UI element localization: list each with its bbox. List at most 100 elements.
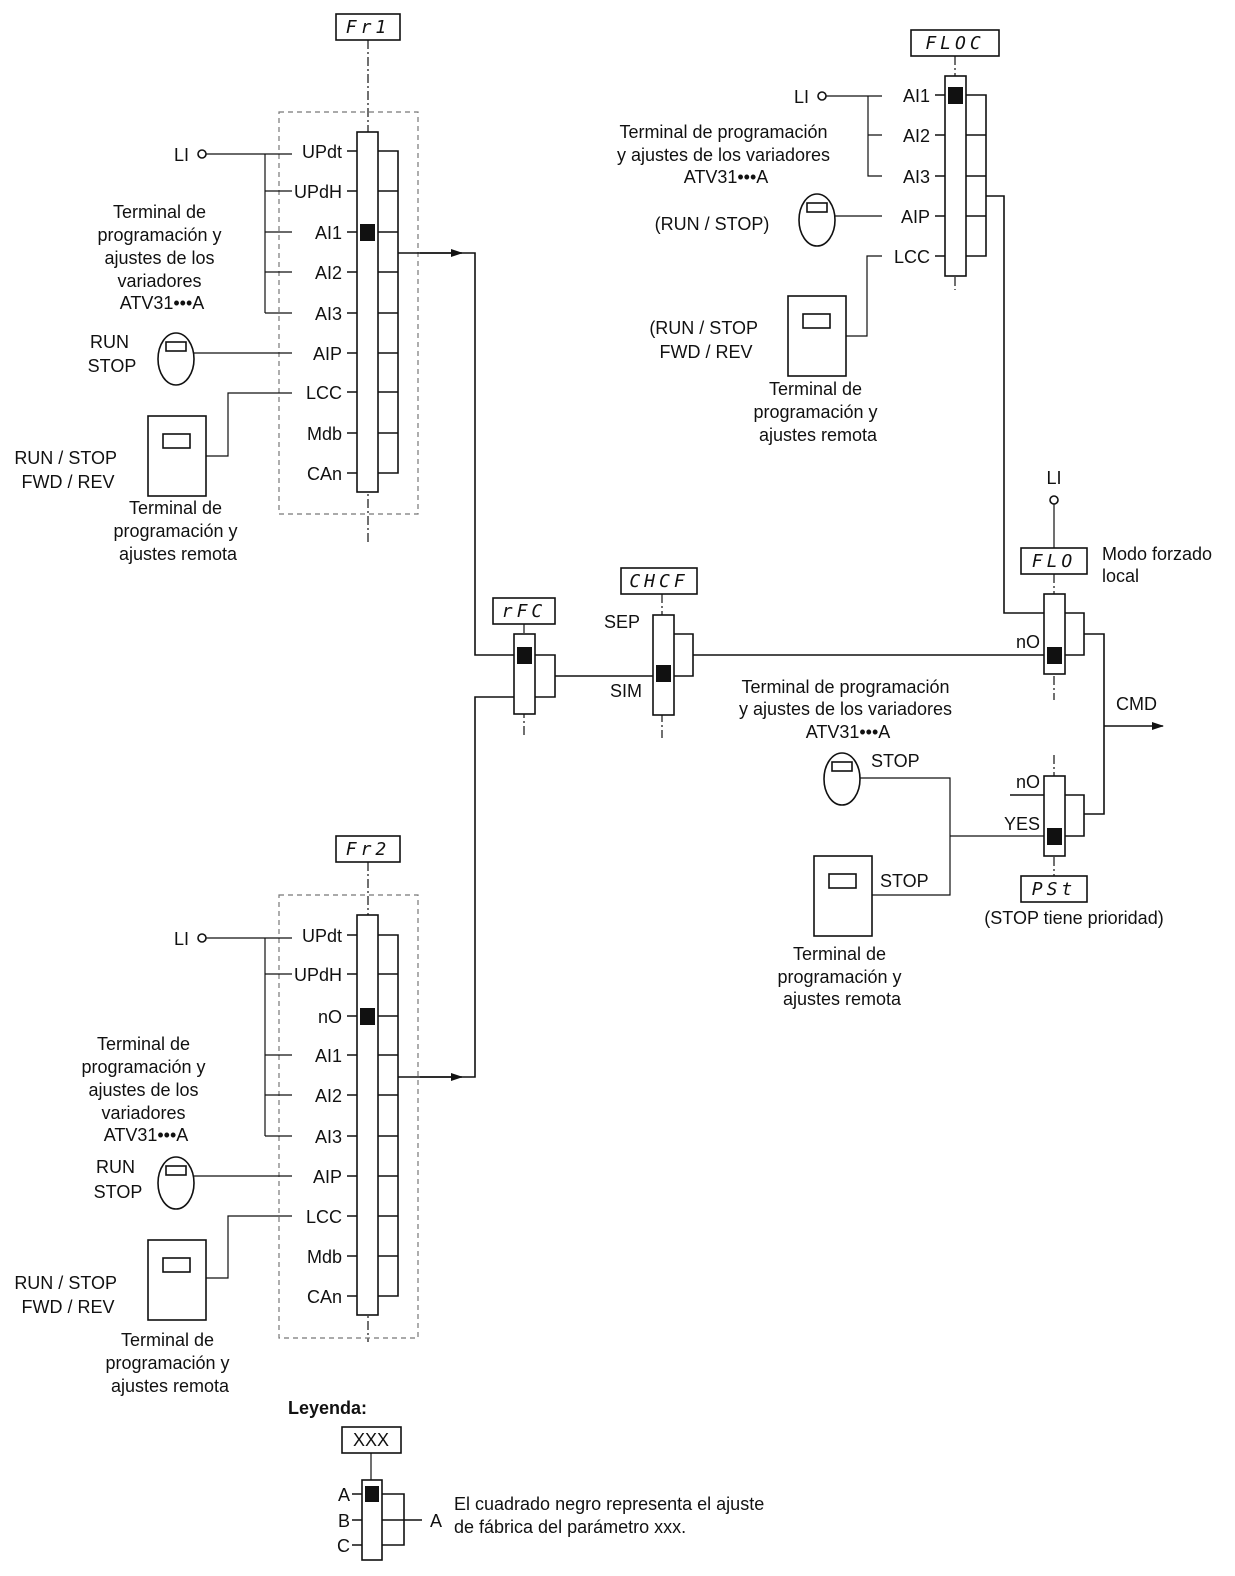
- legend-title: Leyenda:: [288, 1398, 367, 1418]
- fr2-item-ai3: AI3: [315, 1127, 342, 1147]
- floc-remote-text: Terminal de programación y ajustes remot…: [753, 379, 882, 445]
- chcf-factory-default-marker: [656, 665, 671, 682]
- legend-output-label: A: [430, 1511, 442, 1531]
- chcf-param-label: CHCF: [629, 571, 688, 592]
- pst-stop-label-2: STOP: [880, 871, 929, 891]
- fr1-block: Fr1 UPdt UPdH AI1 AI2 AI3 AIP LCC Mdb CA…: [14, 13, 514, 656]
- rfc-selector: [513, 633, 536, 715]
- rfc-param-label: rFC: [502, 601, 547, 622]
- floc-item-ai1: AI1: [903, 86, 930, 106]
- fr2-remote-display-icon: [162, 1257, 191, 1273]
- pst-remote-display-icon: [828, 873, 857, 889]
- fr2-run-stop-text: RUN STOP: [94, 1157, 143, 1202]
- flo-param-label: FLO: [1032, 551, 1077, 572]
- fr1-li-label: LI: [174, 145, 189, 165]
- floc-item-ai3: AI3: [903, 167, 930, 187]
- floc-item-ai2: AI2: [903, 126, 930, 146]
- fr1-remote-text: Terminal de programación y ajustes remot…: [113, 498, 242, 564]
- fr2-remote-cmd-text: RUN / STOP FWD / REV: [14, 1273, 121, 1317]
- pst-remote-text: Terminal de programación y ajustes remot…: [777, 944, 906, 1009]
- cmd-output-label: CMD: [1116, 694, 1157, 714]
- fr1-run-stop-text: RUN STOP: [88, 332, 137, 376]
- fr1-item-can: CAn: [307, 464, 342, 484]
- fr1-remote-cmd-text: RUN / STOP FWD / REV: [14, 448, 121, 492]
- flo-block: LI FLO nO Modo forzado local CMD: [1016, 468, 1217, 815]
- fr1-factory-default-marker: [360, 224, 375, 241]
- fr2-factory-default-marker: [360, 1008, 375, 1025]
- rfc-block: rFC: [492, 597, 653, 735]
- fr2-item-mdb: Mdb: [307, 1247, 342, 1267]
- fr2-dashed-frame: [278, 894, 419, 1339]
- floc-selector: [944, 75, 967, 277]
- floc-param-box: [910, 29, 1000, 57]
- pst-no-label: nO: [1016, 772, 1040, 792]
- fr1-integrated-keypad-icon: [157, 332, 195, 386]
- floc-param-label: FLOC: [925, 33, 984, 54]
- pst-yes-label: YES: [1004, 814, 1040, 834]
- floc-li-label: LI: [794, 87, 809, 107]
- pst-terminal-text: Terminal de programación y ajustes de lo…: [739, 677, 957, 742]
- fr2-item-ai1: AI1: [315, 1046, 342, 1066]
- floc-remote-terminal-icon: [787, 295, 847, 377]
- fr1-item-ai3: AI3: [315, 304, 342, 324]
- pst-integrated-keypad-icon: [823, 752, 861, 806]
- flo-li-label: LI: [1046, 468, 1061, 488]
- fr2-selector: [356, 914, 379, 1316]
- fr2-item-updh: UPdH: [294, 965, 342, 985]
- fr2-remote-terminal-icon: [147, 1239, 207, 1321]
- chcf-sim-label: SIM: [610, 681, 642, 701]
- flo-factory-default-marker: [1047, 647, 1062, 664]
- pst-param-label: PSt: [1032, 879, 1077, 900]
- fr1-remote-terminal-icon: [147, 415, 207, 497]
- legend-param-label: XXX: [353, 1430, 389, 1450]
- fr1-param-label: Fr1: [346, 17, 391, 38]
- flo-li-terminal-dot: [1049, 495, 1059, 505]
- fr1-item-lcc: LCC: [306, 383, 342, 403]
- fr1-remote-display-icon: [162, 433, 191, 449]
- chcf-param-box: [620, 567, 698, 595]
- floc-li-terminal-dot: [817, 91, 827, 101]
- legend-b-label: B: [338, 1511, 350, 1531]
- floc-keypad-display-icon: [806, 202, 828, 213]
- chcf-sep-label: SEP: [604, 612, 640, 632]
- fr2-remote-text: Terminal de programación y ajustes remot…: [105, 1330, 234, 1396]
- fr2-item-can: CAn: [307, 1287, 342, 1307]
- legend-description: El cuadrado negro representa el ajuste d…: [454, 1494, 769, 1537]
- fr2-li-label: LI: [174, 929, 189, 949]
- flo-mode-label: Modo forzado local: [1102, 544, 1217, 586]
- legend-factory-default-marker: [365, 1486, 379, 1502]
- pst-factory-default-marker: [1047, 828, 1062, 845]
- floc-terminal-text: Terminal de programación y ajustes de lo…: [617, 122, 835, 187]
- floc-factory-default-marker: [948, 87, 963, 104]
- floc-run-stop-text: (RUN / STOP): [655, 214, 770, 234]
- pst-priority-text: (STOP tiene prioridad): [984, 908, 1163, 928]
- flo-no-label: nO: [1016, 632, 1040, 652]
- fr1-item-updh: UPdH: [294, 182, 342, 202]
- rfc-factory-default-marker: [517, 647, 532, 664]
- floc-integrated-keypad-icon: [798, 193, 836, 247]
- floc-item-aip: AIP: [901, 207, 930, 227]
- fr2-terminal-text: Terminal de programación y ajustes de lo…: [81, 1034, 210, 1145]
- flo-param-box: [1020, 547, 1088, 575]
- legend-param-box: [341, 1426, 402, 1454]
- fr2-integrated-keypad-icon: [157, 1156, 195, 1210]
- pst-keypad-display-icon: [831, 761, 853, 772]
- floc-block: FLOC AI1 AI2 AI3 AIP LCC LI Terminal de …: [617, 29, 1044, 614]
- fr1-selector: [356, 131, 379, 493]
- fr2-param-box: [335, 835, 401, 863]
- fr1-item-aip: AIP: [313, 344, 342, 364]
- floc-remote-display-icon: [802, 313, 831, 329]
- fr2-block: Fr2 UPdt UPdH nO AI1 AI2 AI3 AIP LCC Mdb…: [14, 696, 514, 1396]
- fr1-li-terminal-dot: [197, 149, 207, 159]
- legend: Leyenda: XXX A B C A El cuadrado negro r…: [288, 1398, 769, 1561]
- chcf-block: CHCF SEP SIM: [604, 567, 1044, 738]
- fr1-item-ai1: AI1: [315, 223, 342, 243]
- fr2-item-aip: AIP: [313, 1167, 342, 1187]
- fr1-keypad-display-icon: [165, 341, 187, 352]
- fr2-keypad-display-icon: [165, 1165, 187, 1176]
- floc-item-lcc: LCC: [894, 247, 930, 267]
- pst-stop-label-1: STOP: [871, 751, 920, 771]
- pst-remote-terminal-icon: [813, 855, 873, 937]
- pst-param-box: [1020, 875, 1088, 903]
